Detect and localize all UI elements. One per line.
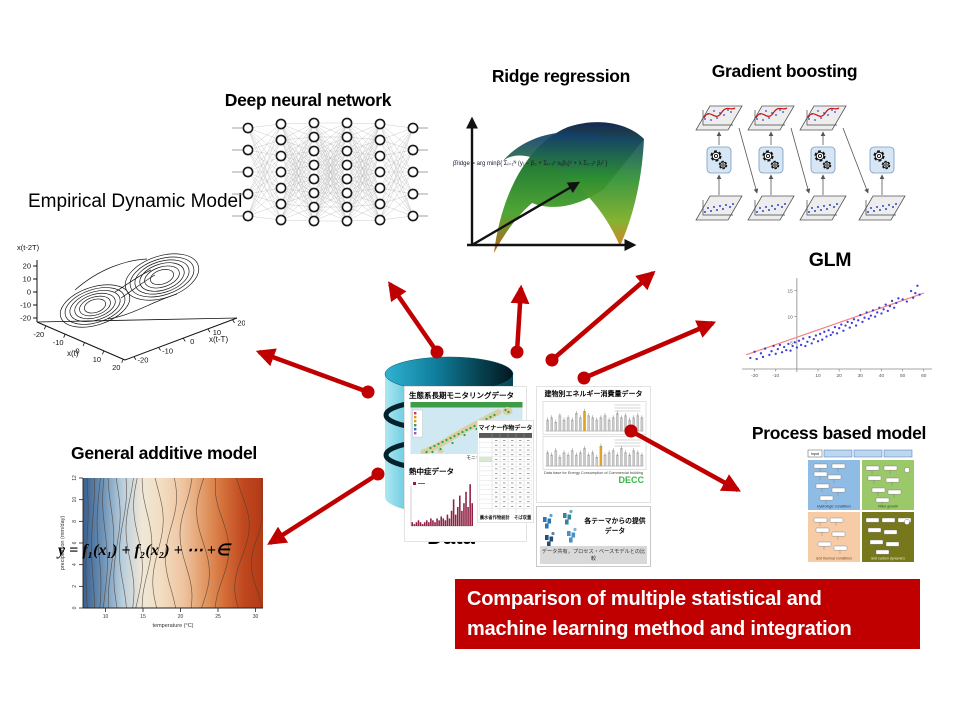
svg-text:60: 60 (921, 373, 927, 379)
svg-text:2: 2 (72, 585, 78, 588)
card-energy-title: 建物別エネルギー消費量データ (544, 391, 643, 398)
svg-text:0: 0 (72, 606, 78, 609)
label-ridge-regression: Ridge regression (491, 66, 631, 86)
svg-text:20: 20 (237, 319, 245, 328)
svg-text:8: 8 (72, 520, 78, 523)
card-energy-footer: DECC (618, 475, 644, 485)
svg-text:15: 15 (788, 288, 794, 294)
label-gradient-boosting: Gradient boosting (711, 61, 858, 81)
svg-text:10: 10 (815, 373, 821, 379)
label-deep-neural-network: Deep neural network (224, 90, 392, 110)
card-heatstroke-title: 熱中症データ (409, 467, 454, 476)
energy-bar-chart-2 (542, 436, 647, 470)
card-minor-crops-title: マイナー作物データ (478, 426, 533, 432)
glm-scatter-plot: -20 -10 10 20 30 40 50 60 5 10 15 (742, 278, 932, 379)
svg-text:30: 30 (858, 373, 864, 379)
svg-text:20: 20 (837, 373, 843, 379)
banner-line-2: machine learning method and integration (467, 617, 852, 640)
theme-cluster-icons (543, 509, 577, 547)
arrow-to-gradient-boosting (545, 270, 656, 367)
svg-text:10: 10 (103, 614, 109, 620)
svg-text:40: 40 (879, 373, 885, 379)
svg-text:Plant growth: Plant growth (878, 505, 898, 509)
svg-text:x(t): x(t) (67, 349, 79, 358)
gam-formula: y = f₁(x₁) + f₂(x₂) + ⋯ +∈ (58, 542, 230, 559)
gam-contour-plot: 10 15 20 25 30 0 2 4 6 8 10 12 temperature (°C) preci… (60, 475, 263, 629)
svg-text:5: 5 (790, 341, 793, 347)
card-themes: 各テーマからの提供データ データ共有，プロセス・ベースモデルとの比較 (536, 506, 651, 567)
svg-text:precipitation (mm/day): precipitation (mm/day) (60, 516, 66, 571)
svg-text:12: 12 (72, 475, 78, 481)
svg-text:x(t-2T): x(t-2T) (17, 243, 40, 252)
card-energy: 建物別エネルギー消費量データ Data base for Energy Cons… (536, 386, 651, 503)
card-minor-crops-caption: 農水省作物統計 そば収量 (479, 515, 532, 520)
card-minor-crops: マイナー作物データ 農水省作物統計 そば収量 (477, 420, 534, 523)
empirical-dynamic-model-plot: x(t-2T)20100-10-20-20-1001020x(t)-20-100… (17, 243, 245, 372)
svg-text:25: 25 (215, 614, 221, 620)
svg-text:-20: -20 (138, 356, 149, 365)
svg-text:Soil thermal conditions: Soil thermal conditions (816, 557, 852, 561)
svg-text:Hydrologic conditions: Hydrologic conditions (817, 505, 851, 509)
svg-text:15: 15 (140, 614, 146, 620)
svg-text:10: 10 (23, 275, 31, 284)
svg-text:4: 4 (72, 563, 78, 566)
svg-text:-10: -10 (53, 338, 64, 347)
svg-text:30: 30 (253, 614, 259, 620)
arrow-to-ridge-regression (510, 284, 530, 359)
svg-text:0: 0 (27, 288, 31, 297)
ridge-regression-figure (466, 116, 644, 253)
card-energy-caption: Data base for Energy Consumption of Comm… (544, 471, 643, 475)
arrow-to-general-additive-model (267, 467, 385, 545)
svg-text:20: 20 (112, 363, 120, 372)
svg-text:20: 20 (23, 262, 31, 271)
svg-text:0: 0 (75, 347, 79, 356)
svg-text:-10: -10 (772, 373, 779, 379)
svg-text:6: 6 (72, 541, 78, 544)
deep-neural-network-diagram (232, 117, 428, 227)
svg-text:-10: -10 (162, 346, 173, 355)
svg-text:50: 50 (900, 373, 906, 379)
banner-line-1: Comparison of multiple statistical and (467, 588, 822, 610)
ridge-formula: β̂ridge = arg minβ{ Σᵢ₌₁ᴺ (yᵢ − β₀ + Σⱼ₌… (453, 161, 608, 167)
svg-text:x(t-T): x(t-T) (209, 335, 228, 344)
svg-text:Soil carbon dynamics: Soil carbon dynamics (871, 557, 905, 561)
label-empirical-dynamic-model: Empirical Dynamic Model (28, 191, 243, 212)
heatstroke-bar-chart (410, 482, 473, 527)
card-themes-title: 各テーマからの提供データ (584, 518, 646, 535)
conclusion-banner: Comparison of multiple statistical and m… (455, 579, 920, 649)
svg-text:temperature (°C): temperature (°C) (152, 623, 193, 629)
arrow-to-empirical-dynamic-model (255, 348, 375, 399)
svg-text:Input: Input (811, 452, 819, 456)
energy-bar-chart-1 (542, 401, 647, 435)
crop-data-table (479, 433, 532, 515)
svg-text:0: 0 (190, 337, 194, 346)
arrow-to-glm (577, 320, 717, 385)
svg-text:-20: -20 (33, 330, 44, 339)
svg-text:-10: -10 (20, 301, 31, 310)
card-ecosystem-title: 生態系長期モニタリングデータ (409, 391, 514, 400)
gradient-boosting-diagram (695, 105, 906, 221)
label-general-additive-model: General additive model (71, 443, 257, 463)
svg-text:10: 10 (213, 328, 221, 337)
svg-text:20: 20 (178, 614, 184, 620)
svg-text:10: 10 (72, 497, 78, 503)
card-themes-note: データ共有，プロセス・ベースモデルとの比較 (540, 546, 647, 564)
svg-text:10: 10 (788, 314, 794, 320)
label-glm: GLM (808, 249, 852, 271)
label-process-based-model: Process based model (751, 423, 927, 443)
arrow-to-deep-neural-network (388, 281, 444, 359)
svg-text:-20: -20 (20, 314, 31, 323)
svg-text:10: 10 (93, 355, 101, 364)
svg-text:-20: -20 (751, 373, 758, 379)
